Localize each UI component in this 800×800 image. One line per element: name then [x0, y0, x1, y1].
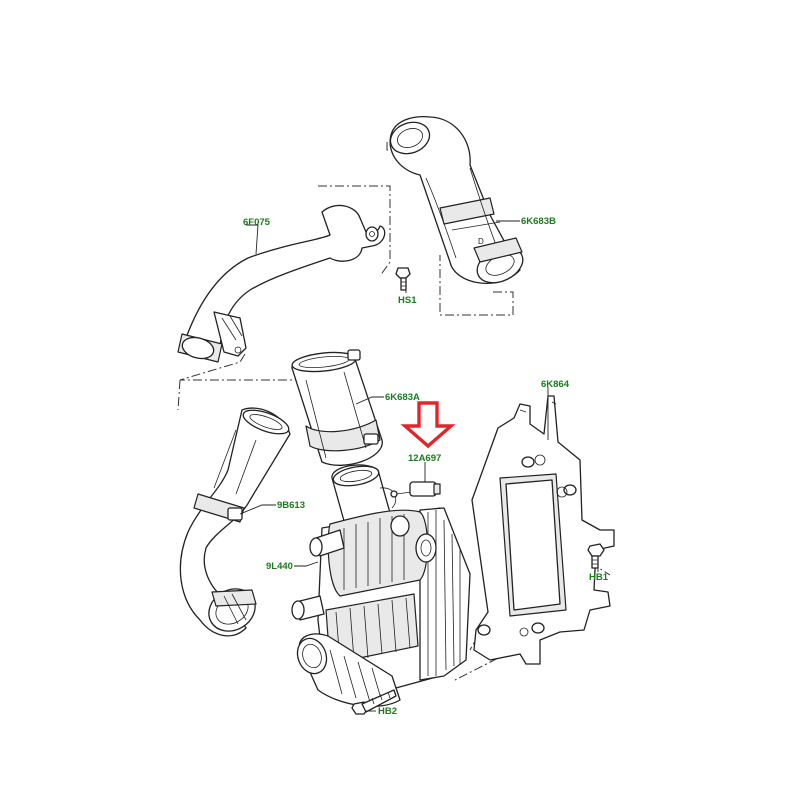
- label-6f075[interactable]: 6F075: [243, 217, 271, 228]
- label-6k864[interactable]: 6K864: [541, 379, 570, 390]
- label-6k683a[interactable]: 6K683A: [385, 392, 420, 403]
- label-9b613[interactable]: 9B613: [277, 500, 305, 511]
- hose-6k683b[interactable]: D: [386, 116, 528, 290]
- bolt-hb2[interactable]: [351, 689, 397, 715]
- bolt-hb1[interactable]: [587, 543, 605, 569]
- label-6k683b[interactable]: 6K683B: [521, 216, 556, 227]
- highlight-arrow: [400, 401, 456, 449]
- part-labels: 6F075 6K683B HS1 6K683A 6K864 12A697 9B6…: [243, 216, 609, 717]
- bolt-hs1[interactable]: [395, 267, 411, 291]
- pipe-6f075[interactable]: [177, 204, 386, 363]
- label-9l440[interactable]: 9L440: [266, 561, 293, 572]
- leader-lines: [239, 220, 599, 712]
- hose-9b613[interactable]: [179, 405, 291, 639]
- label-hs1[interactable]: HS1: [398, 295, 417, 306]
- intercooler-outlet-neck[interactable]: [331, 463, 397, 529]
- label-hb1[interactable]: HB1: [589, 572, 609, 583]
- intercooler-9l440[interactable]: [291, 507, 471, 707]
- svg-text:D: D: [478, 237, 484, 246]
- label-hb2[interactable]: HB2: [378, 706, 397, 717]
- label-12a697[interactable]: 12A697: [408, 453, 441, 464]
- hose-6k683a[interactable]: [291, 349, 383, 466]
- bracket-6k864[interactable]: [471, 395, 615, 665]
- sensor-12a697[interactable]: [390, 481, 441, 498]
